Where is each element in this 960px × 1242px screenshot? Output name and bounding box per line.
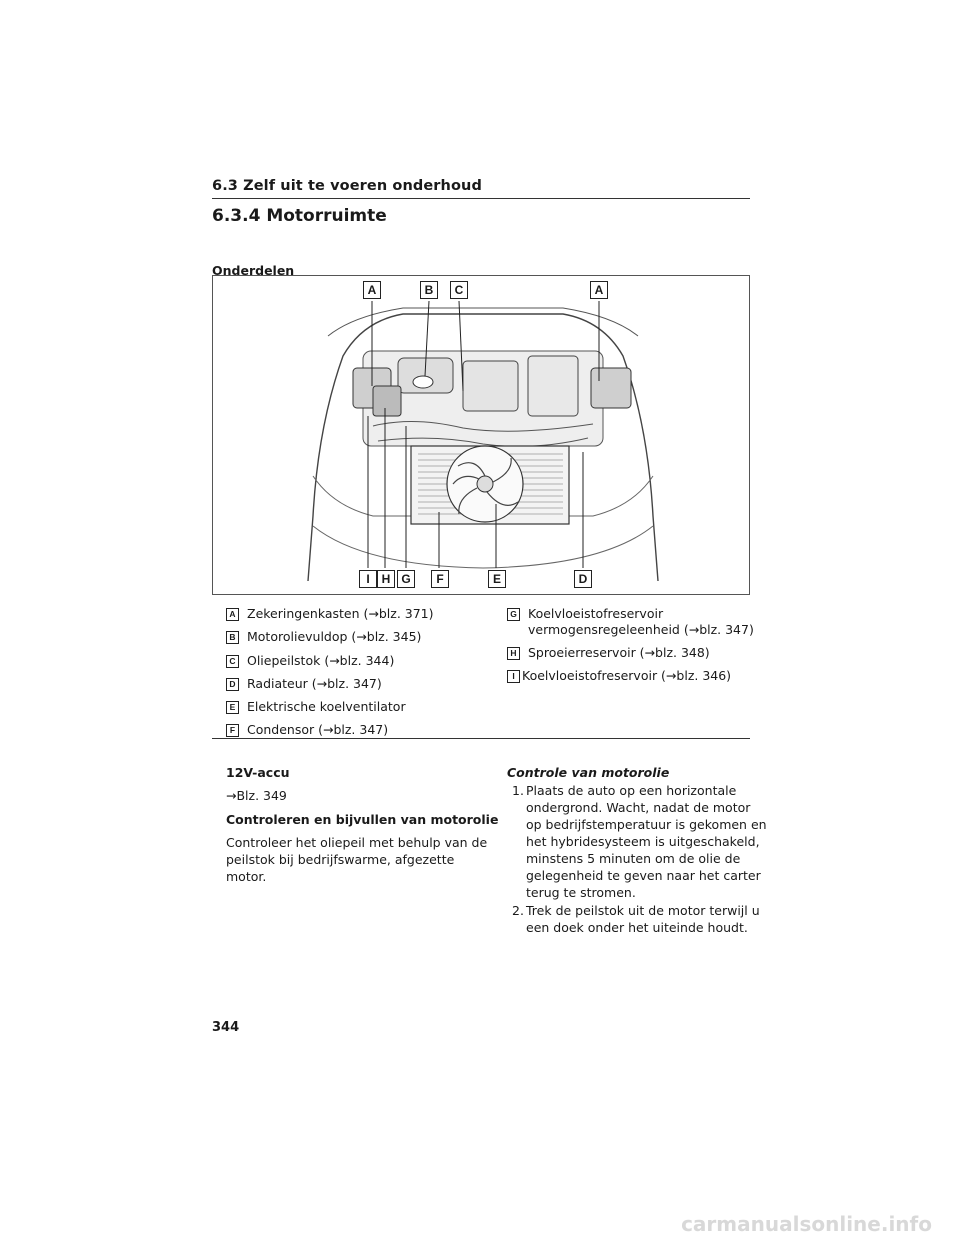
oil-text-line-3: motor. — [226, 869, 267, 884]
page-number: 344 — [212, 1020, 240, 1035]
legend-item-b: B Motorolievuldop (→blz. 345) — [226, 628, 421, 645]
callout-b: B — [420, 281, 438, 299]
legend-item-g-line2: vermogensregeleenheid (→blz. 347) — [528, 622, 754, 637]
legend-key-i: I — [507, 670, 520, 683]
step-1: 1.Plaats de auto op een horizontale onde… — [512, 782, 767, 901]
engine-bay-illustration — [307, 300, 659, 582]
legend-key-a: A — [226, 608, 239, 621]
engine-bay-figure: A B C A I H G F E D — [212, 275, 750, 595]
accu-reference: →Blz. 349 — [226, 788, 287, 803]
legend-item-d: D Radiateur (→blz. 347) — [226, 675, 382, 692]
step-1-line: minstens 5 minuten om de olie de — [526, 851, 741, 866]
legend-text-g: Koelvloeistofreservoir — [528, 606, 664, 621]
header-rule — [212, 198, 750, 199]
step-2: 2.Trek de peilstok uit de motor terwijl … — [512, 902, 760, 936]
step-2-number: 2. — [512, 903, 524, 918]
callout-c: C — [450, 281, 468, 299]
legend-item-e: E Elektrische koelventilator — [226, 698, 406, 715]
step-1-line: het hybridesysteem is uitgeschakeld, — [526, 834, 760, 849]
legend-item-h: H Sproeierreservoir (→blz. 348) — [507, 644, 710, 661]
step-2-line: een doek onder het uiteinde houdt. — [526, 920, 748, 935]
legend-key-d: D — [226, 678, 239, 691]
legend-key-g: G — [507, 608, 520, 621]
step-1-line: op bedrijfstemperatuur is gekomen en — [526, 817, 767, 832]
oil-check-title: Controle van motorolie — [507, 765, 670, 780]
legend-key-b: B — [226, 631, 239, 644]
legend-rule — [212, 738, 750, 739]
step-2-line: Trek de peilstok uit de motor terwijl u — [526, 903, 760, 918]
legend-key-e: E — [226, 701, 239, 714]
legend-key-h: H — [507, 647, 520, 660]
legend-text-f: Condensor (→blz. 347) — [247, 722, 389, 737]
callout-h: H — [377, 570, 395, 588]
step-1-line: ondergrond. Wacht, nadat de motor — [526, 800, 751, 815]
legend-item-c: C Oliepeilstok (→blz. 344) — [226, 652, 394, 669]
step-1-number: 1. — [512, 783, 524, 798]
subheading: Onderdelen — [212, 263, 295, 278]
legend-key-c: C — [226, 655, 239, 668]
legend-text-h: Sproeierreservoir (→blz. 348) — [528, 645, 710, 660]
legend-key-f: F — [226, 724, 239, 737]
watermark: carmanualsonline.info — [681, 1212, 932, 1236]
page-heading: 6.3.4 Motorruimte — [212, 206, 387, 226]
accu-title: 12V-accu — [226, 765, 290, 780]
callout-f: F — [431, 570, 449, 588]
step-1-line: Plaats de auto op een horizontale — [526, 783, 737, 798]
callout-a-left: A — [363, 281, 381, 299]
callout-i: I — [359, 570, 377, 588]
legend-item-g: G Koelvloeistofreservoir — [507, 605, 663, 622]
oil-section-title: Controleren en bijvullen van motorolie — [226, 812, 499, 827]
legend-item-f: F Condensor (→blz. 347) — [226, 721, 388, 738]
oil-text-line-1: Controleer het oliepeil met behulp van d… — [226, 835, 488, 850]
step-1-line: gelegenheid te geven naar het carter — [526, 868, 761, 883]
callout-e: E — [488, 570, 506, 588]
oil-text-line-2: peilstok bij bedrijfswarme, afgezette — [226, 852, 455, 867]
legend-item-a: A Zekeringenkasten (→blz. 371) — [226, 605, 434, 622]
legend-text-d: Radiateur (→blz. 347) — [247, 676, 382, 691]
callout-g: G — [397, 570, 415, 588]
callout-a-right: A — [590, 281, 608, 299]
legend-text-e: Elektrische koelventilator — [247, 699, 406, 714]
step-1-line: terug te stromen. — [526, 885, 636, 900]
callout-d: D — [574, 570, 592, 588]
legend-text-c: Oliepeilstok (→blz. 344) — [247, 653, 395, 668]
legend-text-i: Koelvloeistofreservoir (→blz. 346) — [522, 668, 732, 683]
legend-text-a: Zekeringenkasten (→blz. 371) — [247, 606, 434, 621]
legend-text-b: Motorolievuldop (→blz. 345) — [247, 629, 422, 644]
section-title: 6.3 Zelf uit te voeren onderhoud — [212, 178, 482, 194]
